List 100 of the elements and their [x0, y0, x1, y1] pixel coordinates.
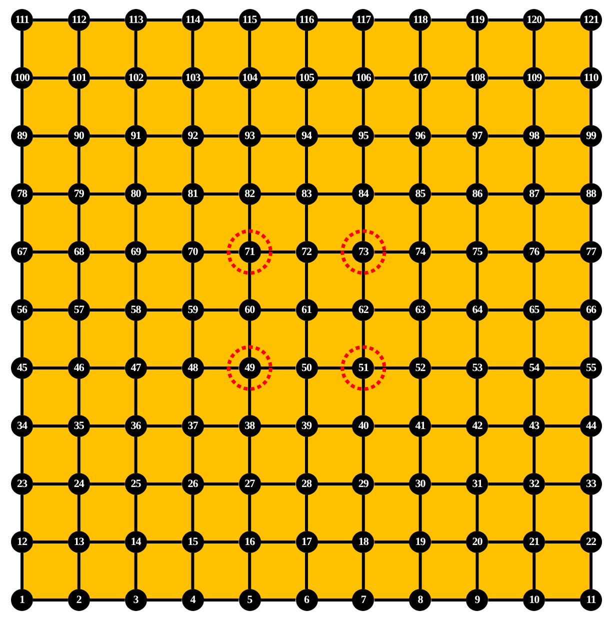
edge-line: [204, 598, 239, 602]
edge-line: [545, 366, 580, 370]
edge-line: [476, 553, 479, 589]
edge-line: [431, 598, 466, 602]
edge-line: [20, 437, 24, 473]
edge-line: [20, 495, 24, 531]
edge-line: [545, 76, 580, 80]
node-circle: 78: [11, 183, 33, 205]
edge-line: [545, 192, 580, 196]
edge-line: [374, 192, 410, 196]
edge-line: [431, 250, 466, 254]
edge-line: [431, 76, 466, 80]
edge-line: [418, 205, 422, 241]
edge-line: [260, 424, 296, 428]
node-circle: 12: [11, 531, 33, 553]
node-circle: 77: [580, 241, 602, 263]
node-circle: 113: [124, 9, 147, 31]
edge-line: [305, 205, 308, 241]
edge-line: [374, 250, 410, 254]
edge-line: [374, 18, 410, 22]
node-circle: 88: [580, 183, 602, 205]
edge-line: [20, 379, 24, 415]
edge-line: [33, 366, 68, 370]
edge-line: [90, 424, 125, 428]
edge-line: [305, 553, 308, 589]
edge-line: [77, 379, 80, 415]
edge-line: [431, 366, 466, 370]
edge-line: [418, 147, 422, 183]
edge-line: [318, 540, 352, 544]
edge-line: [260, 250, 296, 254]
edge-line: [476, 263, 479, 299]
edge-line: [204, 366, 239, 370]
edge-line: [488, 134, 524, 138]
edge-line: [488, 540, 524, 544]
edge-line: [362, 321, 365, 357]
edge-line: [305, 89, 308, 125]
edge-line: [374, 308, 410, 312]
edge-line: [146, 366, 182, 370]
edge-line: [77, 553, 80, 589]
edge-line: [248, 31, 252, 67]
edge-line: [590, 495, 592, 531]
node-circle: 66: [580, 299, 602, 321]
edge-line: [318, 366, 352, 370]
edge-line: [590, 379, 592, 415]
edge-line: [488, 250, 524, 254]
edge-line: [20, 31, 24, 67]
edge-line: [476, 495, 479, 531]
node-circle: 34: [11, 415, 33, 437]
edge-line: [305, 263, 308, 299]
node-circle: 8: [409, 589, 432, 611]
edge-line: [77, 495, 80, 531]
edge-line: [134, 205, 138, 241]
edge-line: [488, 192, 524, 196]
edge-line: [545, 424, 580, 428]
edge-line: [476, 321, 479, 357]
edge-line: [33, 424, 68, 428]
edge-line: [590, 31, 592, 67]
edge-line: [20, 263, 24, 299]
edge-line: [318, 134, 352, 138]
edge-line: [33, 482, 68, 486]
edge-line: [248, 263, 252, 299]
edge-line: [204, 482, 239, 486]
edge-line: [532, 495, 536, 531]
edge-line: [77, 89, 80, 125]
edge-line: [418, 379, 422, 415]
edge-line: [90, 76, 125, 80]
node-circle: 120: [523, 9, 546, 31]
node-circle: 22: [580, 531, 602, 553]
edge-line: [362, 147, 365, 183]
edge-line: [545, 540, 580, 544]
edge-line: [77, 263, 80, 299]
edge-line: [318, 250, 352, 254]
edge-line: [146, 76, 182, 80]
node-circle: 10: [523, 589, 546, 611]
edge-line: [590, 321, 592, 357]
edge-line: [545, 18, 580, 22]
edge-line: [590, 147, 592, 183]
edge-line: [134, 89, 138, 125]
edge-line: [77, 321, 80, 357]
edge-line: [146, 134, 182, 138]
node-circle: 119: [466, 9, 488, 31]
edge-line: [431, 540, 466, 544]
edge-line: [488, 76, 524, 80]
edge-line: [191, 379, 194, 415]
edge-line: [431, 134, 466, 138]
edge-line: [260, 134, 296, 138]
node-circle: 11: [580, 589, 602, 611]
edge-line: [134, 379, 138, 415]
edge-line: [590, 553, 592, 589]
edge-line: [20, 205, 24, 241]
edge-line: [248, 321, 252, 357]
edge-line: [362, 553, 365, 589]
edge-line: [90, 598, 125, 602]
edge-line: [488, 308, 524, 312]
node-circle: 89: [11, 125, 33, 147]
edge-line: [204, 308, 239, 312]
edge-line: [532, 31, 536, 67]
edge-line: [33, 250, 68, 254]
edge-line: [20, 147, 24, 183]
edge-line: [374, 366, 410, 370]
